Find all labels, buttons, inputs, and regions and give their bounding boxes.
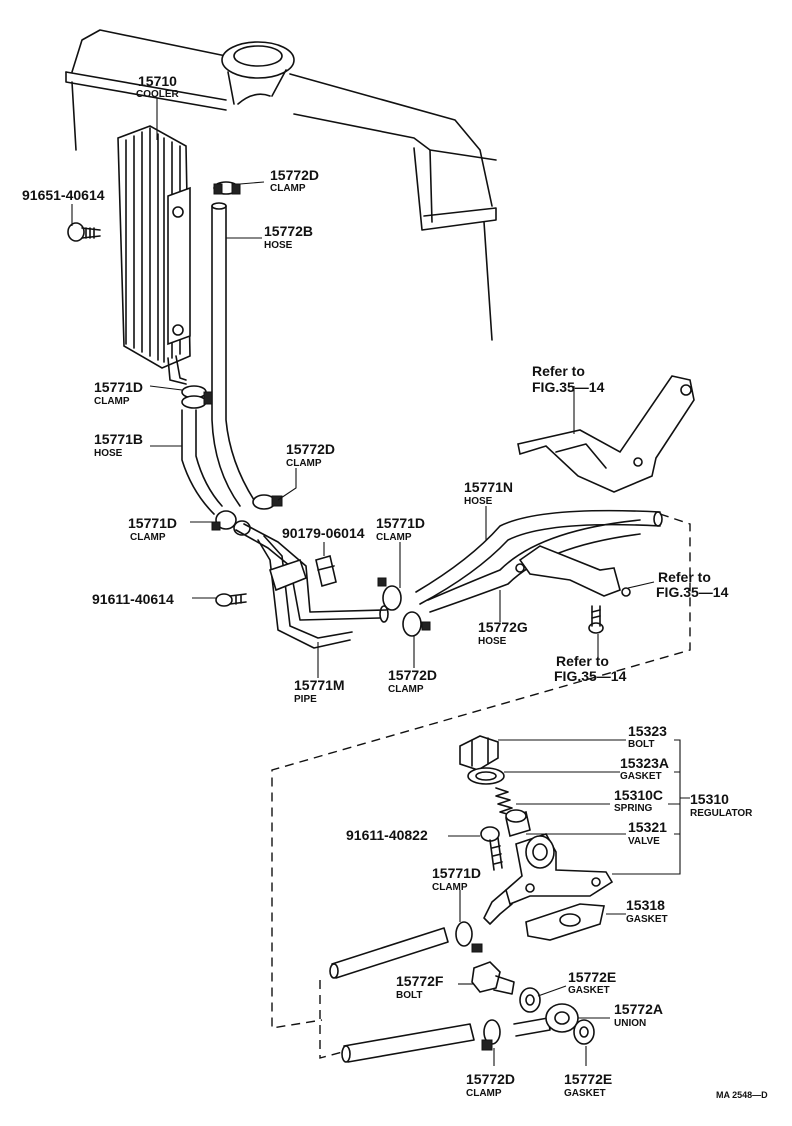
- clamp-15771D-d: [455, 921, 483, 953]
- label-15323-num: 15323: [628, 723, 667, 739]
- ref3-line1: Refer to: [556, 653, 609, 669]
- hose-lower-a: [329, 927, 449, 979]
- label-15771D-d-name: CLAMP: [432, 882, 468, 893]
- bolt-91611-40614: [215, 593, 247, 607]
- bolt-15772F: [471, 961, 515, 995]
- label-15772E-b-name: GASKET: [564, 1088, 606, 1099]
- gasket-15772E-b: [573, 1019, 595, 1045]
- label-15772F-name: BOLT: [396, 990, 422, 1001]
- bolt-91651: [67, 222, 101, 242]
- hose-lower-b: [341, 1023, 475, 1063]
- label-15772E-a-name: GASKET: [568, 985, 610, 996]
- label-15772A-num: 15772A: [614, 1001, 663, 1017]
- label-91611-b-num: 91611-40822: [346, 827, 428, 843]
- label-15772B-num: 15772B: [264, 223, 313, 239]
- label-15772D-c-name: CLAMP: [388, 684, 424, 695]
- bracket-lower: [515, 545, 631, 597]
- label-15772D-b-num: 15772D: [286, 441, 335, 457]
- label-15310-num: 15310: [690, 791, 729, 807]
- clamp-15771D-b: [211, 510, 251, 536]
- label-15318-name: GASKET: [626, 914, 668, 925]
- label-15771M-num: 15771M: [294, 677, 345, 693]
- label-15771N-num: 15771N: [464, 479, 513, 495]
- label-15772E-a-num: 15772E: [568, 969, 616, 985]
- label-15772D-d-name: CLAMP: [466, 1088, 502, 1099]
- label-91611-a-num: 91611-40614: [92, 591, 174, 607]
- label-15771D-a-num: 15771D: [94, 379, 143, 395]
- pipe-15771M: [235, 523, 389, 649]
- ref2-line2: FIG.35—14: [656, 584, 729, 600]
- ref1-line1: Refer to: [532, 363, 585, 379]
- label-90179-num: 90179-06014: [282, 525, 365, 541]
- clamp-15772D-top: [213, 181, 241, 195]
- label-91651-num: 91651-40614: [22, 187, 105, 203]
- radiator: [65, 29, 497, 341]
- label-15772G-num: 15772G: [478, 619, 528, 635]
- label-15772D-a-name: CLAMP: [270, 183, 306, 194]
- hose-15772B: [211, 202, 255, 507]
- label-15321-num: 15321: [628, 819, 667, 835]
- label-15772D-a-num: 15772D: [270, 167, 319, 183]
- label-15771M-name: PIPE: [294, 694, 317, 705]
- label-15772F-num: 15772F: [396, 973, 444, 989]
- label-15771D-b-num: 15771D: [128, 515, 177, 531]
- ref1-line2: FIG.35—14: [532, 379, 605, 395]
- label-15771D-d-num: 15771D: [432, 865, 481, 881]
- hose-15772G: [427, 519, 641, 613]
- label-15771D-c-name: CLAMP: [376, 532, 412, 543]
- label-15772D-d-num: 15772D: [466, 1071, 515, 1087]
- label-15772D-c-num: 15772D: [388, 667, 437, 683]
- label-15318-num: 15318: [626, 897, 665, 913]
- label-15771D-b-name: CLAMP: [130, 532, 166, 543]
- label-15321-name: VALVE: [628, 836, 660, 847]
- label-15310C-name: SPRING: [614, 803, 653, 814]
- clamp-15771D-a: [181, 385, 213, 409]
- clamp-90179: [315, 554, 337, 588]
- label-15323A-name: GASKET: [620, 771, 662, 782]
- label-15772G-name: HOSE: [478, 636, 507, 647]
- ref3-line2: FIG.35—14: [554, 668, 627, 684]
- label-15772A-name: UNION: [614, 1018, 646, 1029]
- figure-code: MA 2548—D: [716, 1090, 768, 1100]
- part-labels: 15710 COOLER 91651-40614 15772D CLAMP 15…: [22, 73, 768, 1100]
- label-15771D-a-name: CLAMP: [94, 396, 130, 407]
- clamp-15772D-d: [481, 1019, 501, 1051]
- label-15772B-name: HOSE: [264, 240, 293, 251]
- bolt-bracket: [588, 605, 604, 634]
- leader-lines: [71, 98, 690, 1066]
- label-15771B-name: HOSE: [94, 448, 123, 459]
- label-15772D-b-name: CLAMP: [286, 458, 322, 469]
- label-15710-name: COOLER: [136, 89, 180, 100]
- label-15771D-c-num: 15771D: [376, 515, 425, 531]
- label-15771N-name: HOSE: [464, 496, 493, 507]
- clamp-15771D-c: [377, 577, 402, 611]
- hose-15771B: [181, 409, 223, 515]
- label-15323-name: BOLT: [628, 739, 654, 750]
- label-15771B-num: 15771B: [94, 431, 143, 447]
- gasket-15772E-a: [519, 987, 541, 1013]
- regulator-assembly: [459, 735, 614, 941]
- clamp-15772D-c: [402, 611, 431, 637]
- label-15323A-num: 15323A: [620, 755, 669, 771]
- label-15310-name: REGULATOR: [690, 808, 753, 819]
- label-15772E-b-num: 15772E: [564, 1071, 612, 1087]
- bracket-upper: [517, 375, 695, 493]
- clamp-15772D-mid: [252, 494, 283, 510]
- label-15710-num: 15710: [138, 73, 177, 89]
- cooler-15710: [117, 125, 191, 385]
- dashed-guides: [271, 513, 691, 1059]
- ref2-line1: Refer to: [658, 569, 711, 585]
- label-15310C-num: 15310C: [614, 787, 663, 803]
